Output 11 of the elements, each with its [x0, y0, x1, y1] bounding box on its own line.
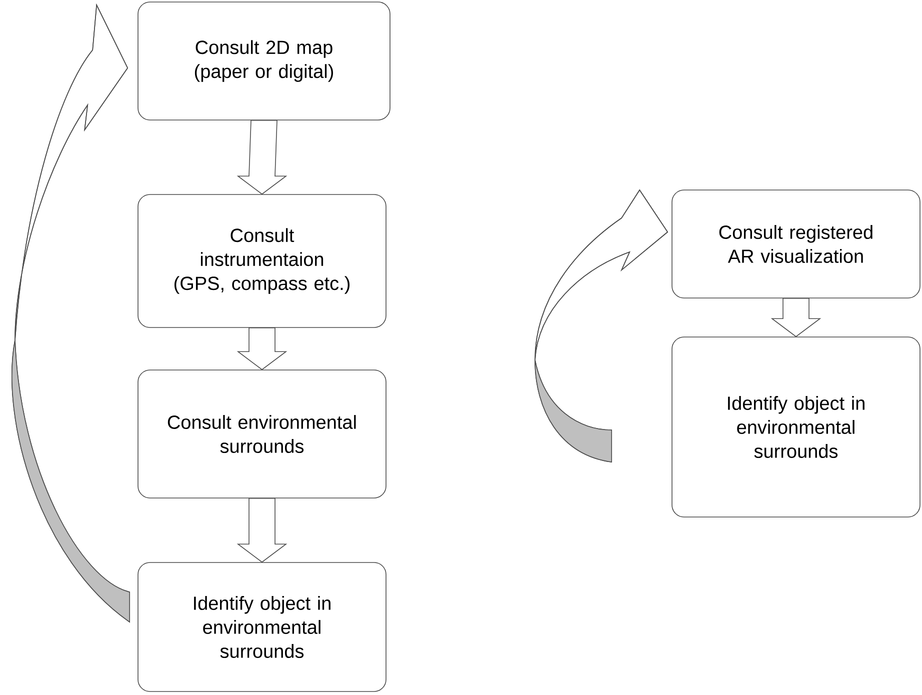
process-box: Consult 2D map (paper or digital) [138, 2, 390, 120]
block-arrow [236, 120, 288, 195]
process-box: Consult registered AR visualization [672, 190, 920, 298]
block-arrow [236, 328, 288, 370]
process-box: Consult instrumentaion (GPS, compass etc.) [138, 194, 386, 328]
process-box: Identify object in environmental surrounds [672, 336, 920, 518]
process-box: Consult environmental surrounds [138, 370, 386, 498]
process-box: Identify object in environmental surrounds [138, 562, 386, 692]
block-arrow [770, 298, 822, 338]
block-arrow [236, 498, 288, 563]
curved-arrow [12, 4, 130, 622]
